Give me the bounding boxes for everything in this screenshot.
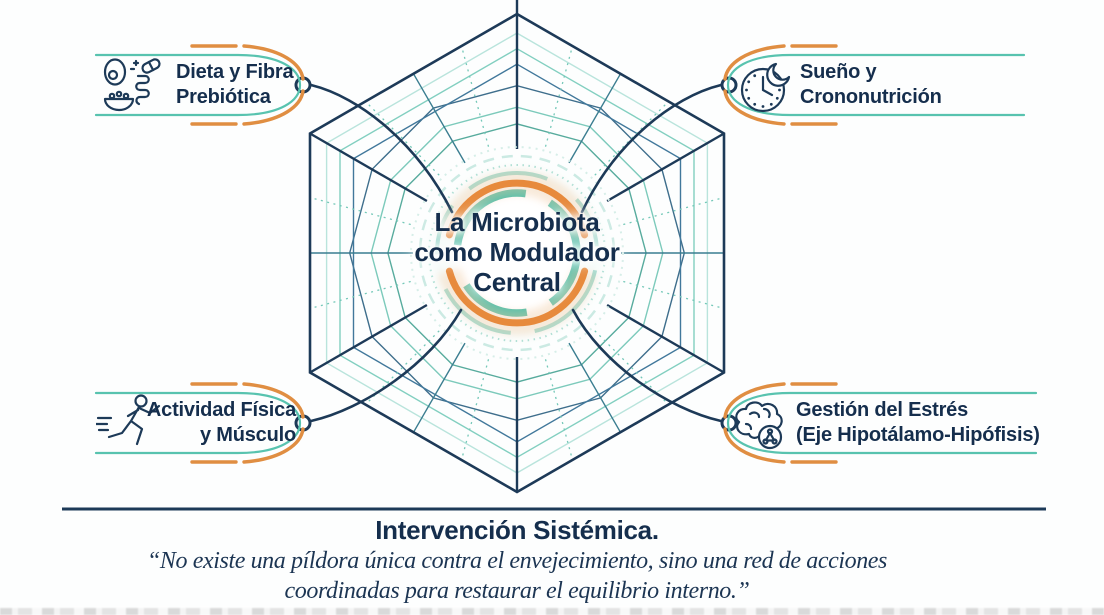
hexagon-web [309, 14, 725, 492]
node-activity-label-line2: y Músculo [200, 424, 296, 446]
node-activity-label-line1: Actividad Física [146, 399, 296, 421]
orange-ring [437, 171, 597, 335]
node-sleep-label-line1: Sueño y [800, 61, 877, 83]
connector-curve-stress [571, 308, 723, 423]
capsule-outline-activity [94, 382, 305, 464]
connector-curve-sleep [580, 83, 723, 214]
capsule-outline-stress [723, 382, 1038, 464]
node-sleep-label-line2: Crononutrición [800, 86, 942, 108]
diet-food-icon [103, 58, 161, 112]
footer-title: Intervención Sistémica. [375, 515, 659, 545]
footer-quote-line1: “No existe una píldora única contra el e… [146, 548, 887, 574]
runner-icon [96, 394, 161, 446]
node-stress-label-line1: Gestión del Estrés [796, 399, 969, 421]
center-title: La Microbiota como Modulador Central [367, 207, 667, 297]
capsule-outline-sleep [723, 44, 1026, 126]
center-title-line1: La Microbiota [434, 207, 600, 237]
hexagon-outline [308, 12, 726, 494]
center-rings [410, 146, 624, 360]
cropped-text-strip [0, 608, 1104, 615]
footer: Intervención Sistémica. “No existe una p… [0, 514, 1034, 606]
capsule-outline-diet [94, 44, 305, 126]
center-title-line3: Central [473, 267, 561, 297]
connector-curve-diet [309, 83, 454, 214]
connector-curve-activity [309, 308, 463, 423]
center-title-line2: como Modulador [414, 237, 620, 267]
brain-molecule-icon [735, 401, 783, 450]
node-stress-label-line2: (Eje Hipotálamo-Hipófisis) [796, 424, 1040, 446]
clock-moon-icon [740, 62, 791, 113]
node-diet-label-line1: Dieta y Fibra [176, 61, 294, 83]
footer-quote-line2: coordinadas para restaurar el equilibrio… [284, 578, 750, 604]
node-diet-label-line2: Prebiótica [176, 86, 271, 108]
